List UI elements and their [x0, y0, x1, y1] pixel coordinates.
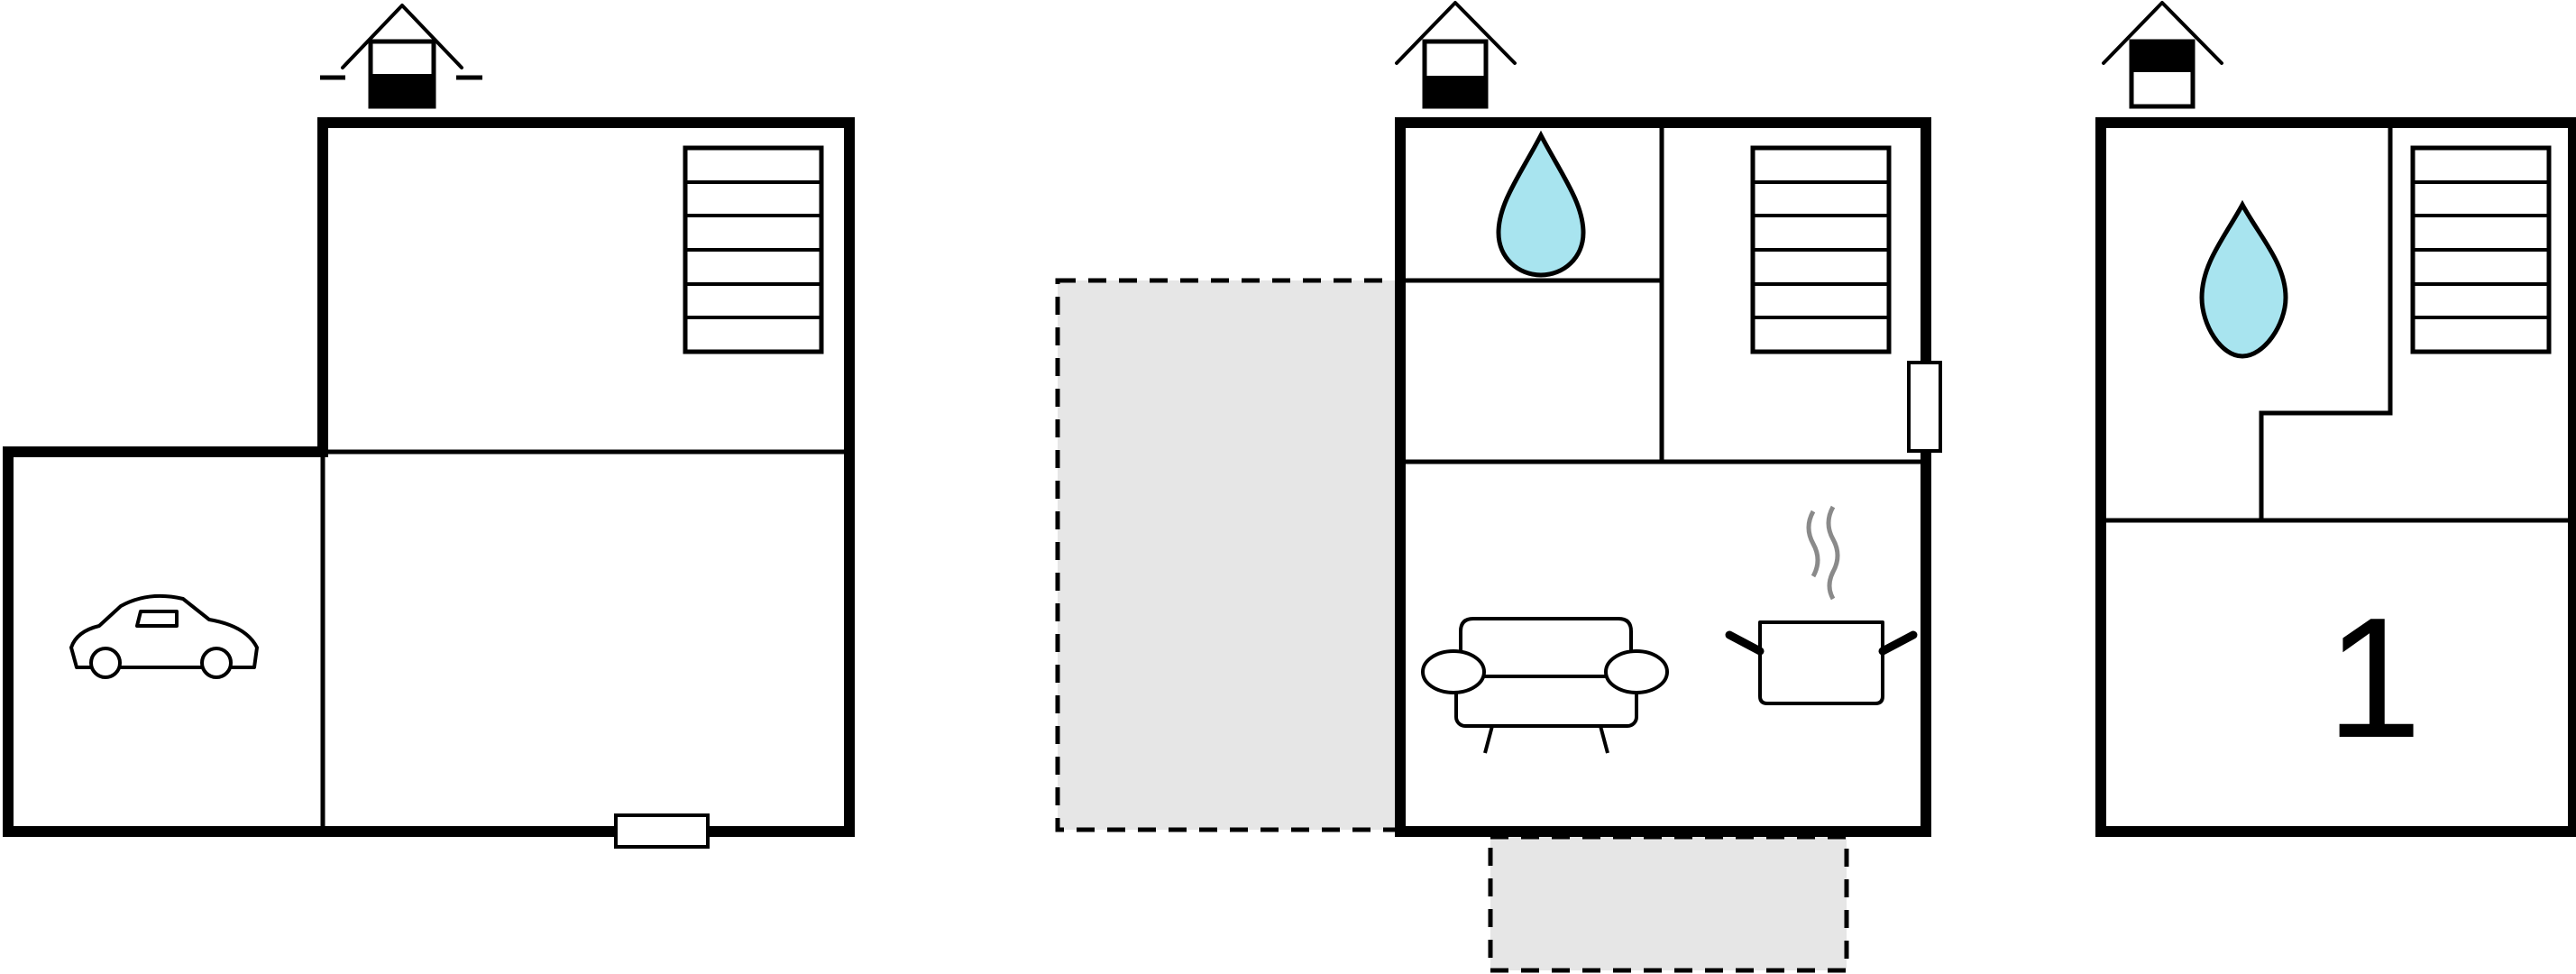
car-icon — [69, 593, 259, 679]
floorplan-floor-3: 1 — [2095, 1, 2576, 837]
window-marker — [1907, 361, 1942, 453]
stairs-icon — [683, 145, 824, 354]
sofa-icon — [1421, 617, 1669, 754]
stairs-icon — [2410, 145, 2552, 354]
inner-wall — [2259, 128, 2393, 520]
window-marker — [614, 813, 710, 849]
terrace-area — [1488, 834, 1849, 973]
outer-wall — [1395, 117, 1931, 837]
water-drop-icon — [2199, 199, 2288, 359]
terrace-area — [1055, 278, 1402, 832]
room-number: 1 — [2326, 583, 2422, 774]
floorplan-floor-1 — [3, 4, 855, 849]
entrance-icon — [2102, 1, 2223, 109]
water-drop-icon — [1496, 130, 1586, 278]
floorplan-floor-2 — [1055, 1, 1942, 973]
outer-wall — [2095, 117, 2576, 837]
entrance-icon — [320, 4, 482, 109]
cooking-pot-icon — [1725, 505, 1918, 705]
stairs-icon — [1750, 145, 1892, 354]
entrance-icon — [1395, 1, 1517, 109]
